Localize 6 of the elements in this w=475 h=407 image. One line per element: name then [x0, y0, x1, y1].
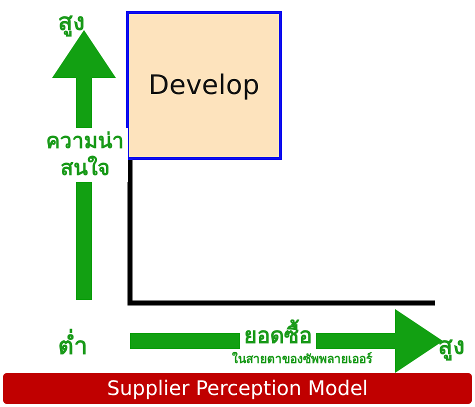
title-bar: Supplier Perception Model [3, 373, 472, 404]
axis-label: สูง [58, 7, 85, 39]
node-box [126, 11, 282, 160]
axis-label: สูง [438, 331, 465, 363]
node-label: Develop [148, 70, 260, 101]
axis-label: ต่ำ [58, 326, 87, 365]
